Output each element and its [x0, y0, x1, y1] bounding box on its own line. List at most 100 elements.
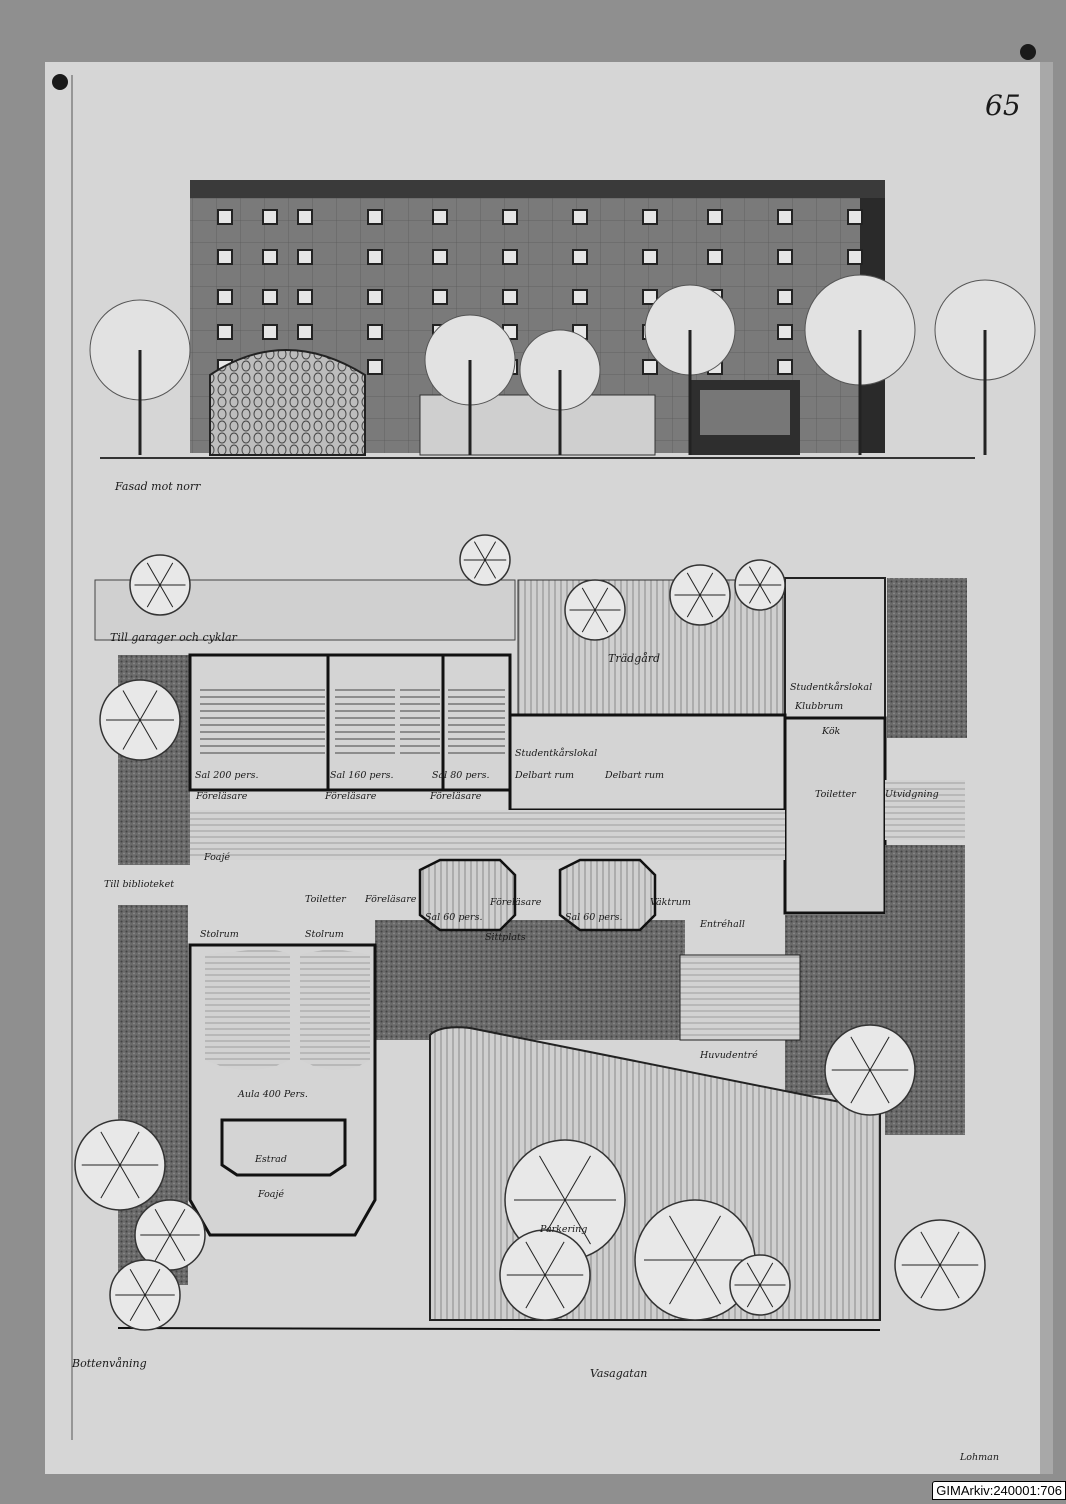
window	[217, 209, 233, 225]
tree-branch	[686, 572, 701, 596]
window	[367, 324, 383, 340]
window	[777, 249, 793, 265]
window	[262, 289, 278, 305]
window	[642, 359, 658, 375]
window	[367, 359, 383, 375]
tree-branch	[759, 1284, 774, 1308]
window	[262, 249, 278, 265]
window	[572, 209, 588, 225]
tree-branch	[869, 1036, 890, 1071]
label-aula: Aula 400 Pers.	[237, 1089, 308, 1100]
tree-branch	[759, 1262, 774, 1286]
label-foyer-2: Foajé	[257, 1189, 284, 1200]
window	[847, 209, 863, 225]
tree-branch	[146, 562, 161, 586]
window	[217, 324, 233, 340]
label-kitchen: Kök	[821, 726, 841, 737]
tree-branch	[144, 1268, 161, 1296]
plan-labels: Till garager och cyklar Trädgård Student…	[71, 631, 999, 1463]
window	[502, 209, 518, 225]
window	[777, 359, 793, 375]
tree-branch	[759, 584, 772, 604]
tree-branch	[699, 572, 714, 596]
archive-watermark: GIMArkiv:240001:706	[932, 1481, 1066, 1500]
tree-branch	[473, 541, 486, 561]
label-foyer: Foajé	[203, 852, 230, 863]
street-label: Vasagatan	[590, 1367, 647, 1380]
window	[217, 249, 233, 265]
window	[297, 324, 313, 340]
window	[642, 289, 658, 305]
tree-branch	[694, 1259, 721, 1305]
tree-branch	[129, 1268, 146, 1296]
window	[262, 209, 278, 225]
tree-branch	[169, 1234, 186, 1262]
tree-branch	[146, 584, 161, 608]
tree-branch	[746, 1262, 761, 1286]
tree-branch	[746, 1284, 761, 1308]
tree-branch	[686, 594, 701, 618]
tree-branch	[581, 587, 596, 611]
label-lecturer-4: Föreläsare	[364, 894, 417, 905]
tree-branch	[100, 1164, 121, 1199]
tree-branch	[484, 559, 497, 579]
window	[847, 249, 863, 265]
label-garden: Trädgård	[608, 652, 660, 665]
tree-branch	[139, 719, 158, 750]
tree-branch	[748, 584, 761, 604]
tree-branch	[169, 1208, 186, 1236]
label-lecturer-2: Föreläsare	[324, 791, 377, 802]
window	[217, 289, 233, 305]
window	[502, 289, 518, 305]
label-garage: Till garager och cyklar	[110, 631, 238, 644]
window	[367, 249, 383, 265]
label-sal60a: Sal 60 pers.	[425, 912, 482, 923]
sheet-number: 65	[985, 89, 1021, 122]
window	[777, 324, 793, 340]
label-divisible-1: Delbart rum	[514, 770, 574, 781]
window	[642, 209, 658, 225]
label-stage: Estrad	[254, 1154, 287, 1165]
label-entrance-hall: Entréhall	[699, 919, 745, 930]
window	[707, 249, 723, 265]
label-divisible-2: Delbart rum	[604, 770, 664, 781]
signature: Lohman	[959, 1452, 999, 1463]
window	[432, 249, 448, 265]
tree-branch	[139, 690, 158, 721]
tree-branch	[122, 719, 141, 750]
label-sal160: Sal 160 pers.	[330, 770, 394, 781]
label-lecturer-5: Föreläsare	[489, 897, 542, 908]
tree-branch	[544, 1274, 565, 1309]
window	[572, 249, 588, 265]
label-guard: Väktrum	[650, 897, 691, 908]
tree-branch	[939, 1264, 960, 1299]
tree-branch	[159, 562, 174, 586]
tree-branch	[159, 584, 174, 608]
window	[777, 289, 793, 305]
window	[502, 249, 518, 265]
tree-branch	[564, 1155, 591, 1201]
window	[777, 209, 793, 225]
tree-branch	[748, 566, 761, 586]
label-main-entrance: Huvudentré	[699, 1050, 758, 1061]
label-parking: Parkering	[539, 1224, 587, 1235]
tree-branch	[939, 1231, 960, 1266]
label-chair-room-2: Stolrum	[305, 929, 344, 940]
tree-branch	[539, 1155, 566, 1201]
label-library: Till biblioteket	[104, 879, 174, 890]
tree-branch	[920, 1231, 941, 1266]
window	[367, 209, 383, 225]
window	[297, 209, 313, 225]
tree-branch	[119, 1131, 140, 1166]
tree-branch	[850, 1036, 871, 1071]
tree-branch	[564, 1199, 591, 1245]
tree-branch	[144, 1294, 161, 1322]
tree-branch	[525, 1241, 546, 1276]
tree-branch	[869, 1069, 890, 1104]
tree-branch	[100, 1131, 121, 1166]
tree-branch	[119, 1164, 140, 1199]
tree-branch	[484, 541, 497, 561]
pin-icon	[52, 74, 68, 90]
window	[262, 324, 278, 340]
tree-branch	[694, 1215, 721, 1261]
